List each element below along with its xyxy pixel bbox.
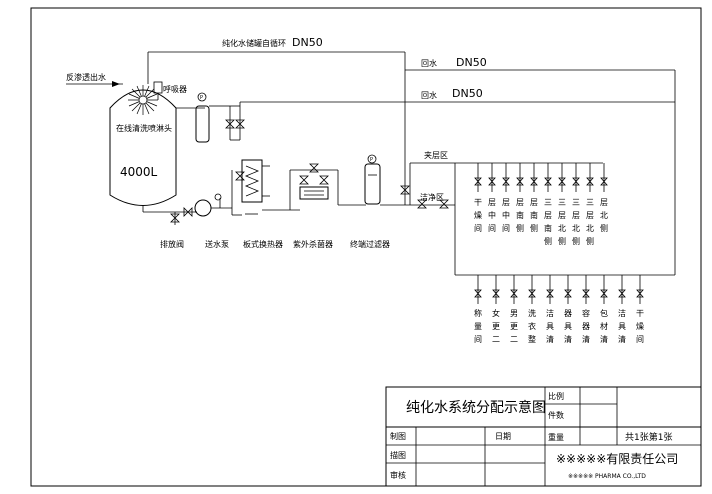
upper-use-point-label: 干燥间 [474,198,482,233]
svg-text:P: P [200,95,203,101]
upper-use-point-1: 干燥间 [474,163,482,233]
tank-outlet-pipe [142,205,197,225]
lower-use-point-3: 男更二 [510,275,518,344]
drain-valve-label: 排放阀 [160,239,184,249]
lower-use-point-label: 干燥间 [636,309,644,344]
recirc-pipe-label: 纯化水储罐自循环 [222,38,286,48]
uv-sterilizer [299,163,329,200]
company-name: ※※※※※有限责任公司 [556,452,678,466]
lower-use-point-10: 干燥间 [636,275,644,344]
upper-use-point-10: 层北侧 [600,163,608,233]
lower-use-point-label: 男更二 [510,309,518,344]
terminal-filter: P [364,154,381,205]
feed-pump-label: 送水泵 [205,239,229,249]
lower-use-point-7: 容器清 [582,275,590,344]
company-name-en: ※※※※※ PHARMA CO.,LTD [568,473,646,480]
lower-use-point-label: 称量间 [474,308,482,344]
recirc-pump: P [176,92,231,143]
lower-use-point-9: 洁具清 [618,275,626,344]
return-pipe-1 [405,69,676,275]
svg-text:P: P [370,157,373,163]
return-pipe-1-size: DN50 [456,56,487,69]
vent-filter [153,81,163,94]
supply-header [262,169,455,211]
lower-use-points: 称量间 女更二 男更二 洗衣整 洁具清 器具清 容器清 包材清 洁具清 干燥间 [474,275,644,344]
design-label: 描图 [390,450,406,460]
vent-label: 呼吸器 [163,84,187,94]
lower-use-point-label: 洁具清 [618,308,626,344]
upper-use-point-label: 三层北侧 [586,198,594,246]
lower-use-point-4: 洗衣整 [528,275,536,344]
upper-use-point-9: 三层北侧 [586,163,594,246]
lower-use-point-label: 女更二 [492,308,500,344]
plate-exchanger-label: 板式换热器 [243,239,283,249]
storage-tank [109,89,177,206]
upper-use-point-4: 层南侧 [516,163,524,233]
spray-ball-icon [128,85,158,115]
upper-use-point-label: 层中间 [488,198,496,233]
scale-label: 比例 [548,391,564,401]
lower-use-point-6: 器具清 [564,275,572,344]
zone-branch-lines [409,162,675,276]
lower-use-point-label: 洗衣整 [528,308,536,344]
return-pipe-2-label: 回水 [421,90,437,100]
upper-use-point-label: 层南侧 [530,198,538,233]
upper-use-point-7: 三层北侧 [558,163,566,246]
lower-use-point-8: 包材清 [600,275,608,344]
mezzanine-label: 夹层区 [424,150,448,160]
count-label: 件数 [548,410,564,420]
upper-use-point-5: 层南侧 [530,163,538,233]
lower-use-point-label: 洁具清 [546,308,554,344]
valve-icon [225,119,245,141]
upper-use-point-label: 三层南侧 [544,198,552,246]
weight-label: 重量 [548,432,564,442]
plate-heat-exchanger [231,159,270,216]
recirc-pipe [147,51,406,195]
lower-use-point-5: 洁具清 [546,275,554,344]
feed-pump [194,193,232,217]
uv-sterilizer-label: 紫外杀菌器 [293,239,333,249]
lower-use-point-1: 称量间 [474,275,482,344]
recirc-pipe-size: DN50 [292,36,323,49]
lower-use-point-label: 器具清 [564,309,572,344]
check-valve-icon [400,185,410,195]
tank-volume: 4000L [120,165,158,179]
inlet-label: 反渗透出水 [66,72,106,82]
drawn-label: 制图 [390,431,406,441]
upper-use-point-label: 层南侧 [516,198,524,233]
return-pipe-2 [225,101,675,140]
sheet-info: 共1张第1张 [625,431,672,443]
upper-use-point-2: 层中间 [488,163,496,233]
terminal-filter-label: 终端过滤器 [350,239,390,249]
lower-use-point-2: 女更二 [492,275,500,344]
drawing-frame [30,7,702,487]
upper-use-point-label: 三层北侧 [558,198,566,246]
return-pipe-2-size: DN50 [452,87,483,100]
upper-use-point-6: 三层南侧 [544,163,552,246]
spray-ball-label: 在线清洗喷淋头 [116,123,172,133]
lower-use-point-label: 包材清 [600,308,608,344]
upper-use-point-label: 层北侧 [600,198,608,233]
review-label: 审核 [390,470,406,480]
upper-use-point-3: 层中间 [502,163,510,233]
title-block [385,386,702,487]
upper-use-point-label: 层中间 [502,198,510,233]
lower-use-point-label: 容器清 [582,308,590,344]
upper-use-point-label: 三层北侧 [572,198,580,246]
drawing-title: 纯化水系统分配示意图 [406,399,546,416]
date-label: 日期 [495,432,511,441]
clean-area-label: 洁净区 [420,192,444,202]
return-pipe-1-label: 回水 [421,58,437,68]
upper-use-point-8: 三层北侧 [572,163,580,246]
inlet-pipe [66,81,123,87]
